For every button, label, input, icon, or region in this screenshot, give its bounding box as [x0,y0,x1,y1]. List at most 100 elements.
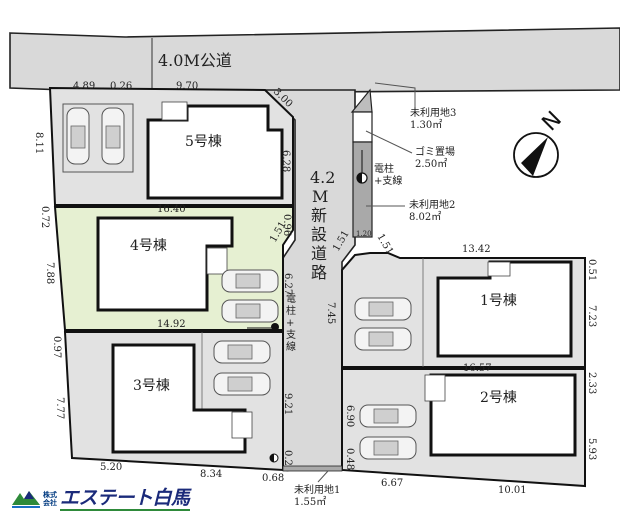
building-5-label: 5号棟 [185,134,222,150]
road-label-char: 4.2 [310,168,335,187]
dim-lot5-left: 8.11 [33,132,44,154]
corp-type-top: 株式 [43,491,57,499]
entrance-4 [206,247,228,275]
car-roof [227,344,253,360]
dim-lot1-strip: 1.20 [356,230,372,238]
pole-label-char: + [286,318,294,329]
unused2-area: 8.02㎡ [409,211,441,223]
utility-pole-icon-2 [271,323,279,331]
unused1-area: 1.55㎡ [294,496,326,508]
pole-label-char: 柱 [286,304,296,317]
dim-lot1-right-a: 0.51 [586,259,597,281]
car-group-3 [213,340,271,396]
entrance-3 [231,411,253,439]
mountain-logo-icon [12,491,40,508]
unused2-title: 未利用地2 [409,198,455,211]
dim-lot5-right: 6.28 [280,150,291,172]
building-2 [429,373,577,457]
dim-lot1-bottom: 16.57 [463,363,492,374]
dim-lot2-left-a: 6.90 [344,405,355,427]
company-name: エステート白馬 [60,487,190,511]
dim-lot4-left-b: 7.88 [44,262,55,284]
unused3-area: 1.30㎡ [410,119,442,131]
dim-lot5-top-b: 0.26 [110,81,132,92]
building-1-label: 1号棟 [480,293,517,309]
pole-label-char: 支 [286,329,296,341]
pole-label-char: 電 [286,293,296,305]
compass-arrow-icon [521,137,548,176]
dim-lot3-right-b: 0.25 [282,450,293,472]
dim-lot5-top-a: 4.89 [73,81,95,92]
car-roof [70,125,86,149]
car-roof [373,408,399,424]
parking-5 [62,103,134,173]
garbage-title: ゴミ置場 [415,145,455,158]
dim-lot3-right: 9.21 [282,393,293,415]
pole-right-line1: 電柱 [374,162,394,175]
leader-unused3 [374,82,416,112]
unused3-title: 未利用地3 [410,106,456,119]
leader-unused1 [317,470,329,483]
public-road [9,27,620,94]
car-group-2 [359,404,417,460]
dim-lot3-left-a: 0.97 [51,336,62,358]
dim-lot2-bottom-a: 6.67 [381,478,403,489]
unused-land-1 [282,465,343,472]
pole-right-line2: +支線 [374,174,402,187]
dim-lot1-left: 7.45 [325,302,336,324]
dim-lot4-left-a: 0.72 [39,206,50,228]
road-label-char: 新 [311,206,327,225]
building-1 [436,260,573,358]
car-roof [227,376,253,392]
dim-lot1-right-b: 7.23 [586,305,597,327]
car-roof [105,125,121,149]
dim-lot4-corner-b: 0.96 [281,214,292,236]
utility-pole-half [357,173,362,183]
dim-lot3-bottom-c: 0.68 [262,473,284,484]
pole-label-char: 線 [286,340,296,353]
car-group-1 [354,297,412,351]
dim-lot2-left-b: 0.48 [344,448,355,470]
garbage-area [352,111,373,143]
new-road-label: 4.2 M 新 設 道 路 [310,168,335,282]
car-group-5 [66,107,125,165]
building-4-label: 4号棟 [130,238,167,254]
dim-lot3-left-b: 7.77 [54,397,65,419]
car-group-4 [221,269,279,323]
corp-type-bottom: 会社 [43,499,57,507]
road-label-char: 路 [311,263,327,282]
public-road-label: 4.0M公道 [158,51,232,70]
unused1-title: 未利用地1 [294,483,340,496]
compass-north-label: N [538,107,567,136]
building-3-label: 3号棟 [133,378,170,394]
pole-label-left: 電 柱 + 支 線 [286,293,296,353]
dim-lot2-right-b: 5.93 [586,438,597,460]
dim-lot5-bottom: 16.40 [157,204,186,215]
car-roof [368,331,394,347]
leader-garbage [365,130,413,154]
corp-type: 株式 会社 [43,491,57,507]
north-compass: N [513,107,567,178]
dim-lot1-top: 13.42 [462,244,491,255]
car-roof [235,303,261,319]
entrance-2 [424,374,446,402]
road-label-char: M [312,187,328,206]
dim-lot2-bottom-b: 10.01 [498,485,527,496]
entrance-1 [487,261,511,277]
entrance-5 [161,101,188,121]
dim-lot2-right-a: 2.33 [586,372,597,394]
car-roof [368,301,394,317]
dim-lot3-bottom-b: 8.34 [200,469,222,480]
garbage-area-value: 2.50㎡ [415,158,447,170]
company-logo: 株式 会社 エステート白馬 [12,484,190,514]
dim-lot3-bottom-a: 5.20 [100,462,122,473]
building-3 [111,343,247,454]
dim-lot4-right: 6.27 [282,273,293,295]
building-2-label: 2号棟 [480,390,517,406]
road-label-char: 道 [311,244,327,263]
unused-land-2 [352,141,373,238]
building-4 [96,216,234,312]
car-roof [373,440,399,456]
car-roof [235,273,261,289]
